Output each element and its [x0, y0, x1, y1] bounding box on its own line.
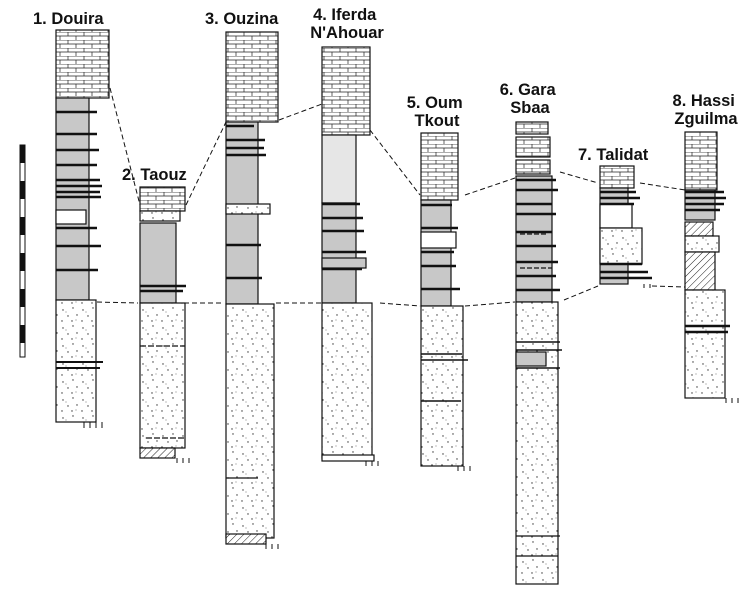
- sandstone-unit: [684, 289, 726, 399]
- section-title-oum-tkout: 5. Oum Tkout: [407, 94, 468, 130]
- section-title-douira: 1. Douira: [33, 10, 104, 28]
- column-ouzina: [225, 31, 279, 549]
- sandstone-unit: [321, 302, 373, 459]
- base-correlation-line: [96, 285, 686, 307]
- limestone-unit: [321, 46, 371, 136]
- section-title-talidat: 7. Talidat: [578, 146, 649, 164]
- basal-unit: [225, 533, 267, 545]
- column-oum-tkout: [420, 132, 471, 471]
- column-taouz: [139, 186, 190, 463]
- shale-unit: [55, 97, 90, 301]
- shale-unit: [515, 175, 553, 303]
- column-talidat: [599, 165, 652, 288]
- sandstone-unit: [139, 302, 186, 449]
- scale-bar: [19, 144, 26, 358]
- top-correlation-line: [109, 87, 686, 206]
- column-gara-sbaa: [515, 121, 562, 585]
- dark-shale-beds: [56, 110, 102, 272]
- limestone-unit: [515, 136, 551, 158]
- light-shale-unit: [321, 134, 357, 204]
- section-title-iferda: 4. Iferda N'Ahouar: [310, 6, 384, 42]
- correlation-lines: [96, 87, 686, 307]
- limestone-unit: [599, 165, 635, 189]
- column-iferda: [321, 46, 379, 466]
- limestone-unit: [684, 131, 718, 191]
- section-titles: 1. Douira 2. Taouz 3. Ouzina 4. Iferda N…: [33, 6, 740, 184]
- sandstone-unit: [225, 303, 275, 539]
- limestone-unit: [420, 132, 459, 201]
- section-title-hassi-zguilma: 8. Hassi Zguilma: [673, 92, 740, 128]
- shale-unit: [139, 222, 177, 304]
- section-title-ouzina: 3. Ouzina: [205, 10, 279, 28]
- section-title-taouz: 2. Taouz: [122, 166, 187, 184]
- sandstone-unit: [515, 301, 559, 585]
- basal-unit: [139, 447, 176, 459]
- hatched-unit: [684, 251, 716, 291]
- limestone-unit: [225, 31, 279, 123]
- limestone-unit: [139, 186, 186, 212]
- limestone-unit: [55, 29, 110, 99]
- column-hassi-zguilma: [684, 131, 739, 403]
- column-douira: [55, 29, 110, 428]
- section-title-gara-sbaa: 6. Gara Sbaa: [500, 81, 561, 117]
- sandstone-unit: [420, 305, 464, 467]
